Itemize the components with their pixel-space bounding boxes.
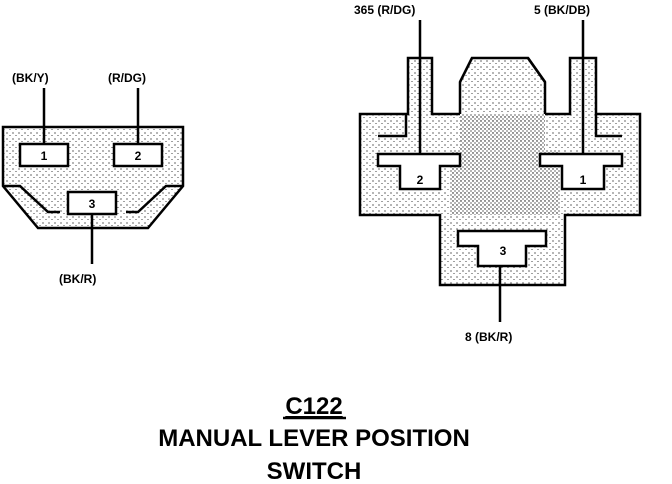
right-pin-1-label: 1	[580, 173, 587, 187]
right-pin-2-label: 2	[417, 173, 424, 187]
right-connector: 2 1 3 365 (R/DG) 5 (BK/DB) 8 (BK/R)	[354, 3, 642, 344]
right-connector-latch-right	[594, 114, 622, 138]
right-connector-key-lines	[458, 57, 547, 83]
right-wire-label-pin-2: 365 (R/DG)	[354, 3, 415, 17]
connector-code: C122	[285, 393, 342, 420]
left-connector: 1 2 3 (BK/Y) (R/DG) (BK/R)	[1, 71, 185, 286]
left-pin-1-label: 1	[41, 149, 48, 163]
right-wire-label-pin-1: 5 (BK/DB)	[534, 3, 590, 17]
connector-name-line-1: MANUAL LEVER POSITION	[158, 425, 470, 452]
left-wire-label-pin-2: (R/DG)	[108, 71, 146, 85]
right-pin-3-cavity	[456, 229, 548, 268]
right-pin-2-cavity	[376, 152, 462, 191]
right-wire-label-pin-3: 8 (BK/R)	[465, 330, 512, 344]
diagram-title: C122 MANUAL LEVER POSITION SWITCH	[158, 393, 470, 484]
right-pin-1-cavity	[538, 152, 624, 191]
connector-name-line-2: SWITCH	[267, 458, 362, 484]
right-connector-latch-left	[378, 114, 408, 138]
left-connector-inner-edge	[3, 184, 183, 214]
right-connector-centre	[450, 114, 560, 215]
left-pin-3-label: 3	[89, 197, 96, 211]
left-wire-label-pin-3: (BK/R)	[59, 272, 96, 286]
left-pin-2-label: 2	[135, 149, 142, 163]
right-pin-3-label: 3	[500, 244, 507, 258]
left-wire-label-pin-1: (BK/Y)	[12, 71, 49, 85]
